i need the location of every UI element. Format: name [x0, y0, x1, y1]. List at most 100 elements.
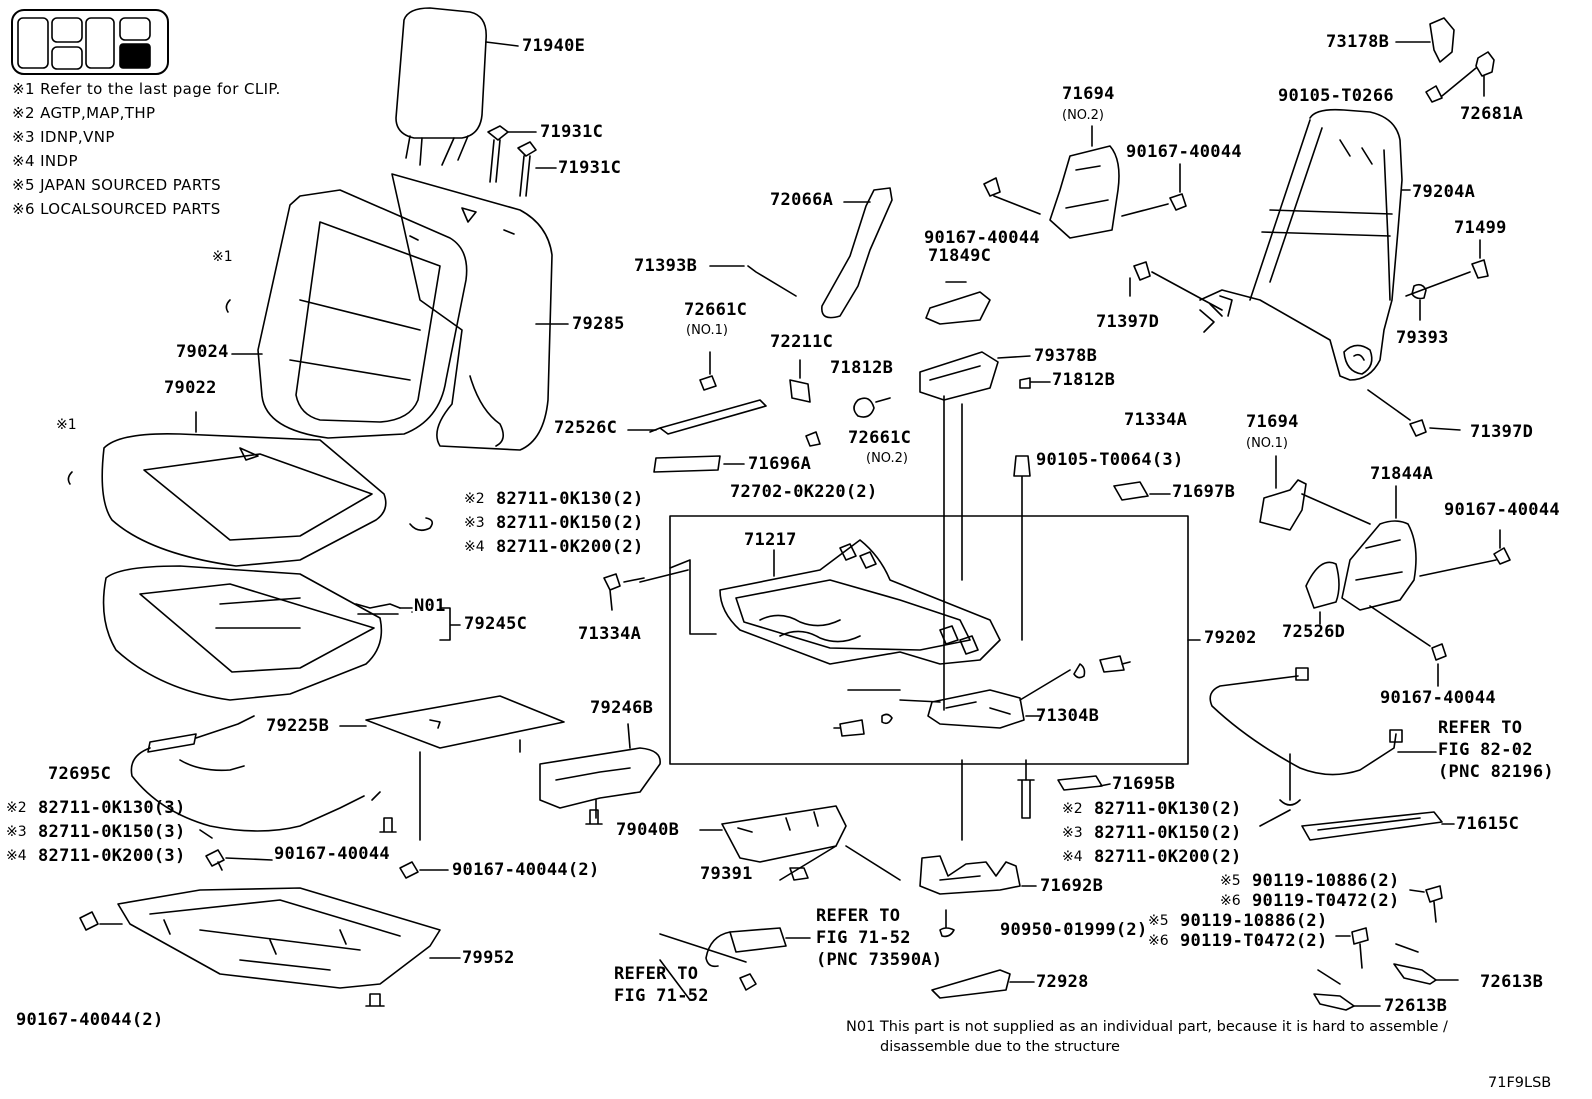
mark-2-right: ※2 — [1062, 801, 1083, 817]
label-71397D-left: 71397D — [1096, 312, 1160, 332]
hinge-cover-lower-drawing — [1259, 455, 1511, 687]
label-79952: 79952 — [462, 948, 515, 968]
label-71849C: 71849C — [928, 246, 992, 266]
label-72661C-upper: 72661C — [684, 300, 748, 320]
mark-6-upper: ※6 — [1220, 893, 1241, 909]
label-79391: 79391 — [700, 864, 753, 884]
label-72066A: 72066A — [770, 190, 834, 210]
ref-pnc-82196: (PNC 82196) — [1438, 762, 1554, 782]
diagram-code: 71F9LSB — [1488, 1075, 1552, 1091]
subnote-no1-71694: (NO.1) — [1246, 436, 1288, 451]
label-79202: 79202 — [1204, 628, 1257, 648]
label-79204A: 79204A — [1412, 182, 1476, 202]
label-90167-40044-2-center: 90167-40044(2) — [452, 860, 600, 880]
seat-position-icon — [11, 9, 169, 75]
label-71615C: 71615C — [1456, 814, 1520, 834]
mark-5-upper: ※5 — [1220, 873, 1241, 889]
label-82711-0K200-3: 82711-0K200(3) — [38, 846, 186, 866]
mark-4-lower: ※4 — [6, 848, 27, 864]
mark-3-upper: ※3 — [464, 515, 485, 531]
label-82711-0K130-3: 82711-0K130(3) — [38, 798, 186, 818]
label-71334A-right: 71334A — [1124, 410, 1188, 430]
hog-ring-drawing — [409, 517, 434, 532]
label-71931C-a: 71931C — [540, 122, 604, 142]
mark-4-upper: ※4 — [464, 539, 485, 555]
label-79393: 79393 — [1396, 328, 1449, 348]
label-73178B: 73178B — [1326, 32, 1390, 52]
mounting-bracket-drawings — [1313, 885, 1459, 1011]
ref-refer-to-3: REFER TO — [1438, 718, 1523, 738]
label-71696A: 71696A — [748, 454, 812, 474]
label-72613B-lower: 72613B — [1384, 996, 1448, 1016]
legend-note-3: ※3 IDNP,VNP — [12, 128, 115, 146]
legend-note-2: ※2 AGTP,MAP,THP — [12, 104, 156, 122]
label-90119-10886-upper: 90119-10886(2) — [1252, 871, 1400, 891]
mark-5-lower: ※5 — [1148, 913, 1169, 929]
hinge-bracket-drawing — [699, 805, 901, 881]
label-79285: 79285 — [572, 314, 625, 334]
headrest-drawing — [395, 7, 519, 166]
ref-fig-71-52-1: FIG 71-52 — [816, 928, 911, 948]
label-71334A-left: 71334A — [578, 624, 642, 644]
wire-harness-drawing — [130, 715, 381, 839]
footnote-line-1: N01 This part is not supplied as an indi… — [846, 1019, 1448, 1035]
wire-harness-right-drawing — [1209, 667, 1437, 827]
ref-refer-to-2: REFER TO — [614, 964, 699, 984]
hinge-cover-upper-drawing — [983, 125, 1187, 239]
seat-pad-drawing — [102, 565, 461, 701]
clip-marker-1: ※1 — [212, 249, 233, 265]
label-90119-10886-lower: 90119-10886(2) — [1180, 911, 1328, 931]
ref-pnc-73590A: (PNC 73590A) — [816, 950, 943, 970]
mark-3-right: ※3 — [1062, 825, 1083, 841]
legend-note-5: ※5 JAPAN SOURCED PARTS — [12, 176, 222, 194]
label-82711-0K200-2-upper: 82711-0K200(2) — [496, 537, 644, 557]
label-N01: N01 — [414, 596, 446, 616]
label-71304B: 71304B — [1036, 706, 1100, 726]
label-90950-01999: 90950-01999(2) — [1000, 920, 1148, 940]
label-71397D-right: 71397D — [1470, 422, 1534, 442]
label-79246B: 79246B — [590, 698, 654, 718]
seat-frame-drawing — [117, 887, 461, 989]
ref-refer-to-1: REFER TO — [816, 906, 901, 926]
mark-2-lower: ※2 — [6, 800, 27, 816]
mark-3-lower: ※3 — [6, 824, 27, 840]
seatback-cover-drawing — [391, 173, 569, 451]
label-82711-0K200-2-right: 82711-0K200(2) — [1094, 847, 1242, 867]
label-71692B: 71692B — [1040, 876, 1104, 896]
label-79245C: 79245C — [464, 614, 528, 634]
label-71217: 71217 — [744, 530, 797, 550]
label-71697B: 71697B — [1172, 482, 1236, 502]
mark-6-lower: ※6 — [1148, 933, 1169, 949]
label-79040B: 79040B — [616, 820, 680, 840]
label-71499: 71499 — [1454, 218, 1507, 238]
label-72526D: 72526D — [1282, 622, 1346, 642]
seatback-drawing — [231, 189, 468, 439]
label-72526C: 72526C — [554, 418, 618, 438]
label-72702-0K220: 72702-0K220(2) — [730, 482, 878, 502]
label-90167-40044-mid: 90167-40044 — [924, 228, 1040, 248]
label-72661C-lower: 72661C — [848, 428, 912, 448]
label-71812B-right: 71812B — [1052, 370, 1116, 390]
subnote-no1-72661C: (NO.1) — [686, 323, 728, 338]
label-82711-0K150-2-upper: 82711-0K150(2) — [496, 513, 644, 533]
mark-2-upper: ※2 — [464, 491, 485, 507]
seat-cushion-drawing — [101, 411, 387, 567]
label-90167-40044-top: 90167-40044 — [1126, 142, 1242, 162]
label-90167-40044-left: 90167-40044 — [274, 844, 390, 864]
label-90167-40044-right-top: 90167-40044 — [1444, 500, 1560, 520]
label-90167-40044-right-bottom: 90167-40044 — [1380, 688, 1496, 708]
legend-note-4: ※4 INDP — [12, 152, 78, 170]
label-71393B: 71393B — [634, 256, 698, 276]
side-cover-drawing — [539, 723, 661, 819]
label-82711-0K150-3: 82711-0K150(3) — [38, 822, 186, 842]
label-82711-0K130-2-upper: 82711-0K130(2) — [496, 489, 644, 509]
ref-fig-71-52-2: FIG 71-52 — [614, 986, 709, 1006]
lower-bracket-drawing — [919, 599, 1037, 938]
label-79225B: 79225B — [266, 716, 330, 736]
legend-note-1: ※1 Refer to the last page for CLIP. — [12, 80, 281, 98]
cover-strip-drawing — [1301, 811, 1455, 841]
label-72928: 72928 — [1036, 972, 1089, 992]
label-71694-lower: 71694 — [1246, 412, 1299, 432]
label-90167-40044-2-left: 90167-40044(2) — [16, 1010, 164, 1030]
